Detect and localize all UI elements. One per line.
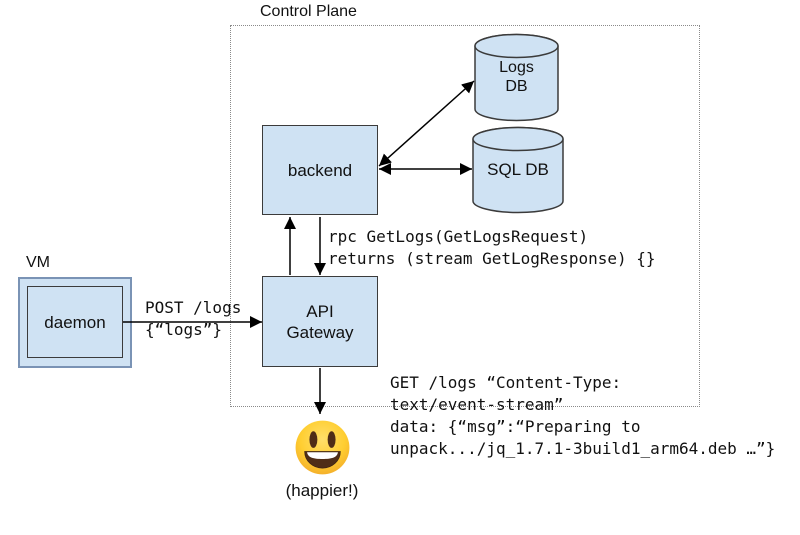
daemon-label: daemon [44, 312, 106, 332]
sql-db-label: SQL DB [487, 160, 549, 179]
vm-label: VM [26, 254, 50, 271]
control-plane-boundary [230, 25, 700, 407]
backend-node: backend [262, 125, 378, 215]
happier-caption: (happier!) [285, 481, 359, 500]
rpc-getlogs-annotation: rpc GetLogs(GetLogsRequest) returns (str… [328, 227, 656, 268]
backend-label: backend [287, 160, 353, 180]
api-gateway-node: API Gateway [262, 276, 378, 367]
post-logs-annotation: POST /logs {“logs”} [145, 298, 242, 339]
api-gateway-label: API Gateway [286, 301, 354, 342]
logs-db-label: Logs DB [499, 59, 534, 95]
get-logs-stream-annotation: GET /logs “Content-Type: text/event-stre… [390, 373, 776, 458]
daemon-node: daemon [27, 286, 123, 358]
grinning-face-emoji [295, 420, 350, 475]
control-plane-label: Control Plane [260, 3, 357, 20]
